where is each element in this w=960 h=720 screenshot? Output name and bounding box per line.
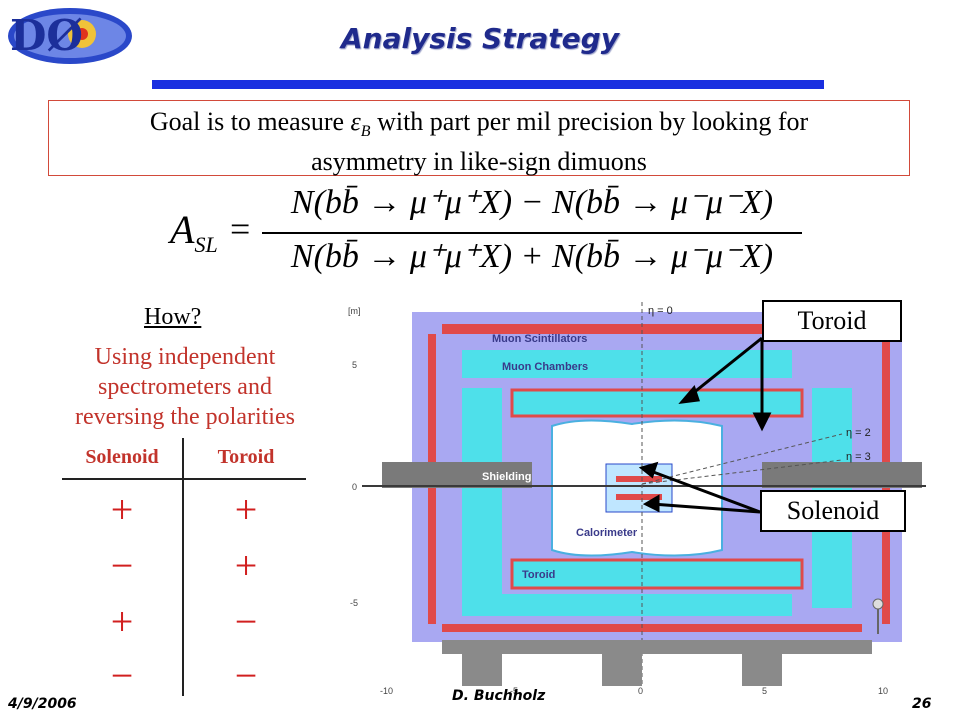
toroid-arrowhead-1 xyxy=(678,385,701,404)
axis-y-tick-neg5: -5 xyxy=(350,598,358,608)
scintillator-bottom xyxy=(442,624,862,632)
epsilon-symbol: ε xyxy=(350,107,361,136)
goal-box: Goal is to measure εB with part per mil … xyxy=(48,100,910,176)
row4-toroid: − xyxy=(234,653,258,698)
label-calorimeter: Calorimeter xyxy=(576,527,638,539)
solenoid-arrow-1 xyxy=(647,468,761,514)
logo-text: DØ xyxy=(10,11,83,60)
row3-toroid: − xyxy=(234,599,258,644)
eta-two-line xyxy=(641,433,843,485)
label-eta-zero: η = 0 xyxy=(648,305,673,317)
solenoid-callout: Solenoid xyxy=(760,490,906,532)
solenoid-coil-bottom xyxy=(616,494,662,500)
label-eta-two: η = 2 xyxy=(846,427,871,439)
muon-chambers-top xyxy=(462,350,792,378)
axis-x-tick-10: 10 xyxy=(878,686,888,696)
shielding-right xyxy=(762,462,922,488)
label-muon-chambers: Muon Chambers xyxy=(502,361,588,373)
toroid-bottom xyxy=(510,558,804,590)
row2-toroid: + xyxy=(234,543,258,588)
formula-lhs: ASL xyxy=(170,207,218,257)
axis-x-tick-neg5: -5 xyxy=(510,686,518,696)
label-shielding: Shielding xyxy=(482,471,532,483)
how-heading: How? xyxy=(144,304,202,330)
label-toroid-region: Toroid xyxy=(522,569,555,581)
footer-author: D. Buchholz xyxy=(452,688,546,704)
goal-line-1: Goal is to measure εB with part per mil … xyxy=(149,107,809,141)
solenoid-arrow-2 xyxy=(651,502,761,514)
equals-sign: = xyxy=(230,209,251,249)
detector-diagram: Muon Scintillators Muon Chambers Shieldi… xyxy=(342,294,926,696)
label-muon-scintillators: Muon Scintillators xyxy=(492,333,587,345)
toroid-arrowhead-2 xyxy=(752,412,772,432)
label-eta-three: η = 3 xyxy=(846,451,871,463)
row3-solenoid: + xyxy=(110,599,134,644)
toroid-top xyxy=(510,388,804,418)
solenoid-arrowhead-2 xyxy=(642,494,660,513)
muon-chambers-left xyxy=(462,388,502,608)
row1-solenoid: + xyxy=(110,487,134,532)
formula-numerator: N(bb̄ → μ⁺μ⁺X) − N(bb̄ → μ⁻μ⁻X) xyxy=(290,184,774,221)
table-vertical-rule xyxy=(182,438,184,696)
axis-y-tick-5: 5 xyxy=(352,360,357,370)
solenoid-arrowhead-1 xyxy=(638,461,659,479)
row2-solenoid: − xyxy=(110,543,134,588)
do-logo: DØ xyxy=(0,0,140,72)
support-leg-1 xyxy=(462,654,502,686)
polarity-table: Solenoid Toroid + + − + + − − − xyxy=(62,438,310,696)
scintillator-top xyxy=(442,324,862,334)
solenoid-coil-top xyxy=(616,476,662,482)
asymmetry-formula: ASL = N(bb̄ → μ⁺μ⁺X) − N(bb̄ → μ⁻μ⁻X) N(… xyxy=(170,182,810,282)
fraction-bar xyxy=(262,232,802,234)
eta-three-line xyxy=(641,459,843,485)
row1-toroid: + xyxy=(234,487,258,532)
support-platform xyxy=(442,640,872,654)
axis-x-tick-0: 0 xyxy=(638,686,643,696)
support-leg-3 xyxy=(742,654,782,686)
axis-x-tick-5: 5 xyxy=(762,686,767,696)
table-horizontal-rule xyxy=(62,478,306,480)
muon-chambers-bottom xyxy=(462,594,792,616)
toroid-callout: Toroid xyxy=(762,300,902,342)
slide-title: Analysis Strategy xyxy=(341,22,619,55)
formula-denominator: N(bb̄ → μ⁺μ⁺X) + N(bb̄ → μ⁻μ⁻X) xyxy=(290,238,774,275)
axis-x-tick-neg10: -10 xyxy=(380,686,393,696)
method-text: Using independent spectrometers and reve… xyxy=(75,344,295,430)
header-solenoid: Solenoid xyxy=(85,446,159,468)
person-scale-figure xyxy=(872,598,884,610)
shielding-left xyxy=(382,462,532,488)
header-toroid: Toroid xyxy=(217,446,275,468)
row4-solenoid: − xyxy=(110,653,134,698)
title-underline xyxy=(152,80,824,89)
axis-y-tick-0: 0 xyxy=(352,482,357,492)
axis-y-unit: [m] xyxy=(348,306,361,316)
toroid-arrow-1 xyxy=(686,336,763,400)
support-leg-2 xyxy=(602,654,642,686)
central-tracker xyxy=(605,463,673,513)
footer-date: 4/9/2006 xyxy=(8,696,77,712)
page-number: 26 xyxy=(912,696,932,712)
goal-line-2: asymmetry in like-sign dimuons xyxy=(311,147,647,177)
